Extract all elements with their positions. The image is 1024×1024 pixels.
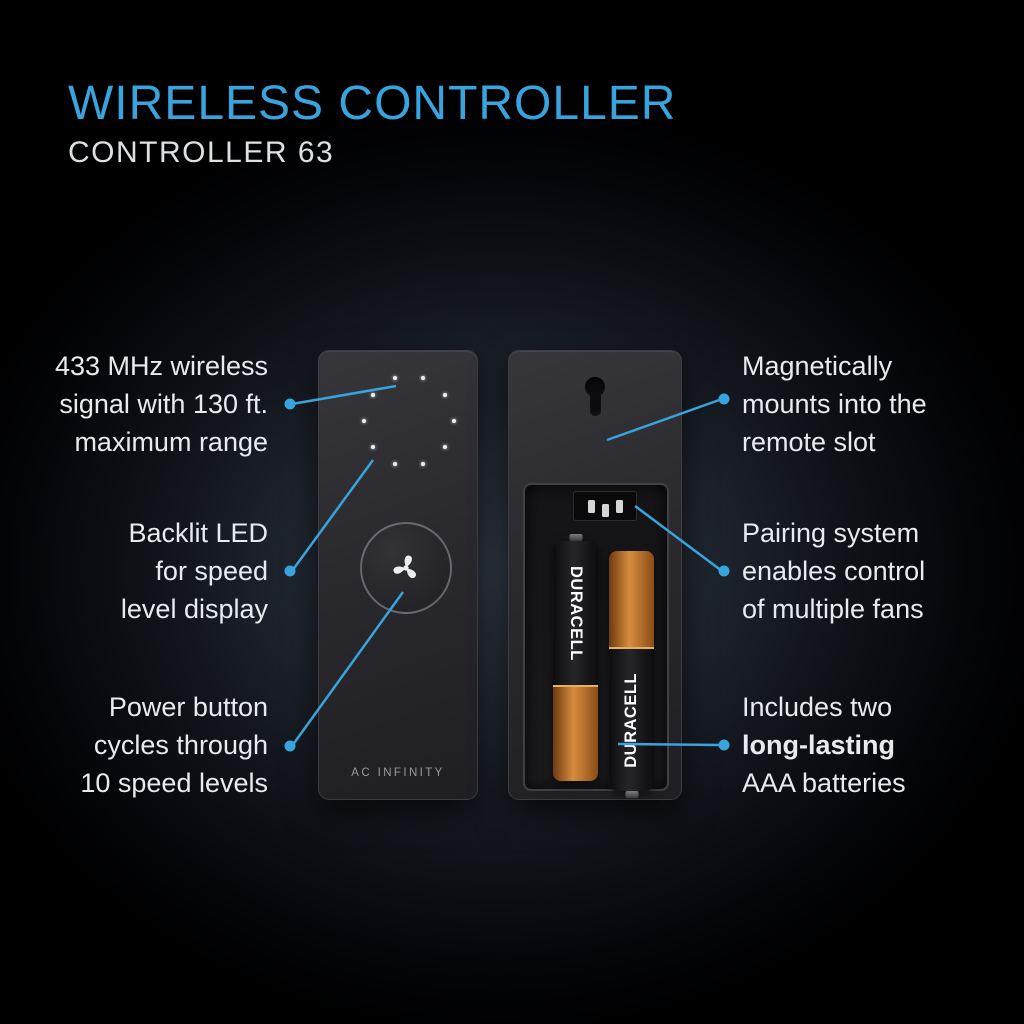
callout-pairing-system: Pairing system enables control of multip… <box>742 514 925 628</box>
battery-compartment: DURACELL DURACELL <box>523 483 669 798</box>
callout-text-line: cycles through <box>93 730 268 760</box>
battery-brand-label: DURACELL <box>567 565 585 661</box>
callout-text-line: AAA batteries <box>742 768 906 798</box>
callout-text-line: Power button <box>108 692 268 722</box>
battery-black-section: DURACELL <box>553 541 598 685</box>
callout-text-line: Magnetically <box>742 351 893 381</box>
keyhole-mount-icon <box>509 377 681 416</box>
pairing-dip-switch <box>573 491 637 521</box>
led-dot <box>393 376 397 380</box>
callout-text-line: signal with 130 ft. <box>59 389 268 419</box>
led-dot <box>443 393 447 397</box>
callout-text-line: for speed <box>155 556 268 586</box>
led-dot <box>421 376 425 380</box>
callout-batteries: Includes two long-lasting AAA batteries <box>742 688 906 802</box>
led-dot <box>421 462 425 466</box>
callout-power-button: Power button cycles through 10 speed lev… <box>80 688 268 802</box>
keyhole-slot <box>589 394 601 416</box>
fan-icon <box>393 555 417 579</box>
led-dot <box>452 419 456 423</box>
connector-dot <box>718 739 730 751</box>
callout-text-line: Includes two <box>742 692 893 722</box>
battery-brand-label: DURACELL <box>622 672 640 768</box>
battery-terminal <box>625 791 638 798</box>
led-dot <box>371 445 375 449</box>
callout-text-line: 10 speed levels <box>80 768 268 798</box>
callout-backlit-led: Backlit LED for speed level display <box>121 514 268 628</box>
callout-text-line: remote slot <box>742 427 876 457</box>
page-subtitle: CONTROLLER 63 <box>68 136 335 169</box>
led-dot <box>393 462 397 466</box>
battery-left: DURACELL <box>553 534 598 781</box>
page-title: WIRELESS CONTROLLER <box>68 77 677 130</box>
callout-text-line: Backlit LED <box>128 518 268 548</box>
battery-black-section: DURACELL <box>609 647 654 791</box>
led-dot <box>362 419 366 423</box>
battery-body: DURACELL <box>609 551 654 791</box>
led-dot <box>443 445 447 449</box>
led-dot <box>371 393 375 397</box>
callout-wireless-signal: 433 MHz wireless signal with 130 ft. max… <box>55 347 268 461</box>
callout-text-line: enables control <box>742 556 926 586</box>
battery-right: DURACELL <box>609 551 654 798</box>
connector-dot <box>284 398 296 410</box>
connector-dot <box>284 565 296 577</box>
keyhole-head <box>585 377 605 397</box>
callout-text-line: level display <box>120 594 268 624</box>
callout-text-line: of multiple fans <box>742 594 924 624</box>
callout-text-line: long-lasting <box>742 730 895 760</box>
dip-switch-pin <box>601 503 609 517</box>
callout-text-line: maximum range <box>74 427 268 457</box>
connector-dot <box>718 393 730 405</box>
power-button <box>360 522 452 614</box>
remote-front: AC INFINITY <box>318 350 478 800</box>
dip-switch-pin <box>615 499 623 513</box>
connector-dot <box>718 565 730 577</box>
battery-copper-section <box>553 685 598 781</box>
dip-switch-pin <box>587 499 595 513</box>
callout-magnetic-mount: Magnetically mounts into the remote slot <box>742 347 927 461</box>
callout-text-line: 433 MHz wireless <box>54 351 268 381</box>
battery-terminal <box>569 534 582 541</box>
connector-dot <box>284 740 296 752</box>
remote-back: DURACELL DURACELL <box>508 350 682 800</box>
callout-text-line: mounts into the <box>742 389 927 419</box>
battery-body: DURACELL <box>553 541 598 781</box>
battery-copper-section <box>609 551 654 647</box>
brand-label: AC INFINITY <box>351 767 445 779</box>
callout-text-line: Pairing system <box>742 518 920 548</box>
